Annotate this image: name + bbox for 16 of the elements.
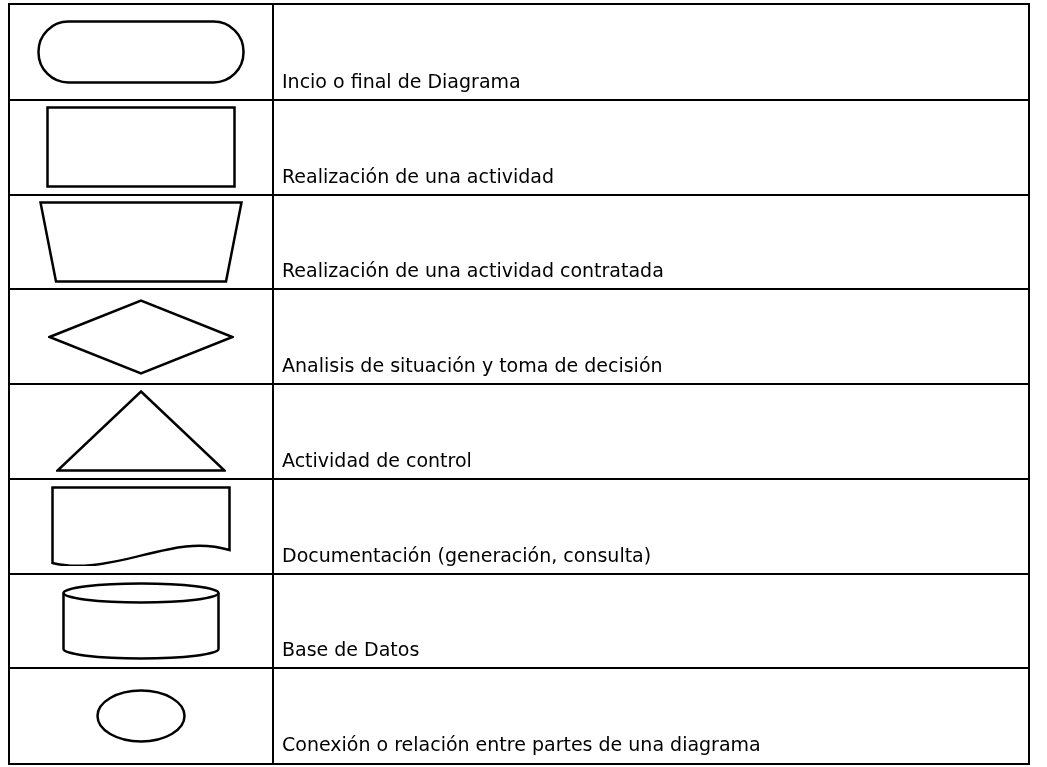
symbol-description: Incio o final de Diagrama bbox=[282, 69, 521, 92]
symbol-description: Documentación (generación, consulta) bbox=[282, 543, 652, 566]
symbol-description: Realización de una actividad contratada bbox=[282, 259, 664, 282]
symbol-description: Analisis de situación y toma de decisión bbox=[282, 354, 663, 376]
symbol-description: Base de Datos bbox=[282, 638, 420, 661]
trapezoid-symbol bbox=[39, 201, 243, 283]
terminator-symbol bbox=[37, 20, 245, 85]
symbol-description: Conexión o relación entre partes de una diagrama bbox=[282, 733, 761, 755]
database-cylinder bbox=[62, 582, 220, 660]
decision-diamond bbox=[48, 298, 234, 375]
symbol-description: Realización de una actividad bbox=[282, 164, 554, 187]
symbol-description: Actividad de control bbox=[282, 448, 472, 471]
document-symbol bbox=[51, 486, 231, 567]
connector-ellipse bbox=[96, 688, 186, 743]
triangle-symbol bbox=[56, 390, 226, 473]
rectangle-symbol bbox=[46, 106, 236, 188]
